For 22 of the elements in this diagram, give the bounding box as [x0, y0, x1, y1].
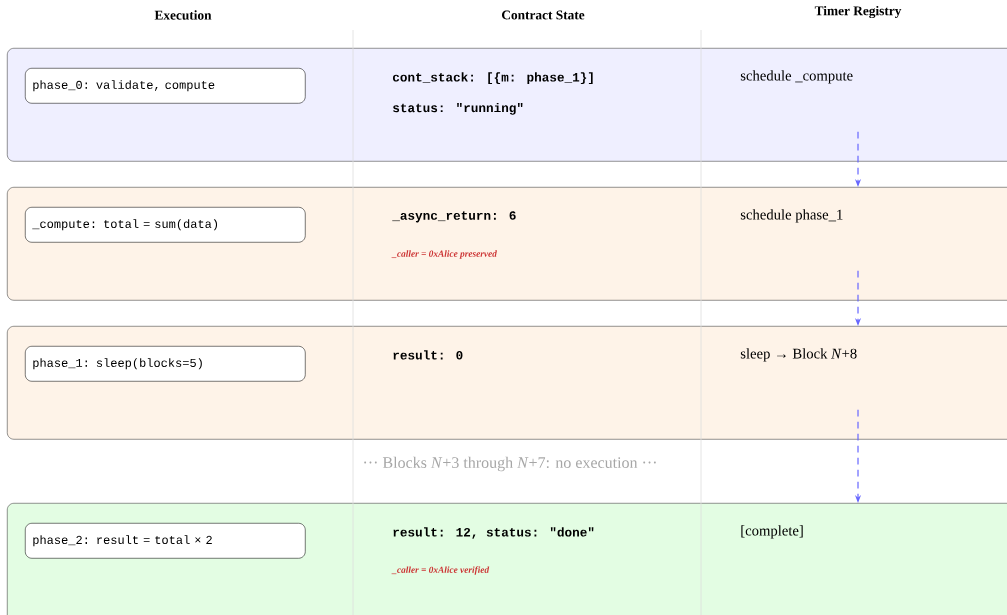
block-band	[7, 326, 1007, 440]
timer-text: sleep → Block N+8	[740, 348, 857, 362]
column-header: Contract State	[502, 10, 585, 20]
step-box: phase_0: validate, compute	[25, 68, 306, 104]
state-text: cont_stack: [{m: phase_1}] status: "running"	[392, 72, 593, 115]
step-box: phase_1: sleep(blocks=5)	[25, 346, 306, 382]
step-box: _compute: total = sum(data)	[25, 207, 306, 243]
timer-text: [complete]	[741, 525, 803, 539]
column-header: Timer Registry	[814, 5, 902, 19]
state-text: _async_return: 6	[392, 211, 516, 223]
timer-text: schedule _compute	[740, 70, 853, 84]
state-text: result: 12, status: "done"	[393, 527, 594, 539]
timer-text: schedule phase_1	[740, 209, 843, 223]
block-band	[7, 503, 1007, 615]
step-box: phase_2: result = total × 2	[25, 523, 306, 559]
block-band	[7, 187, 1007, 301]
gap-note: ··· Blocks N+3 through N+7: no execution ···	[364, 456, 656, 472]
state-text: result: 0	[393, 350, 463, 360]
column-header: Execution	[154, 10, 212, 20]
block-band	[7, 48, 1007, 162]
note-text: _caller = 0xAlice preserved	[391, 250, 497, 259]
note-text: _caller = 0xAlice verified	[391, 566, 490, 575]
